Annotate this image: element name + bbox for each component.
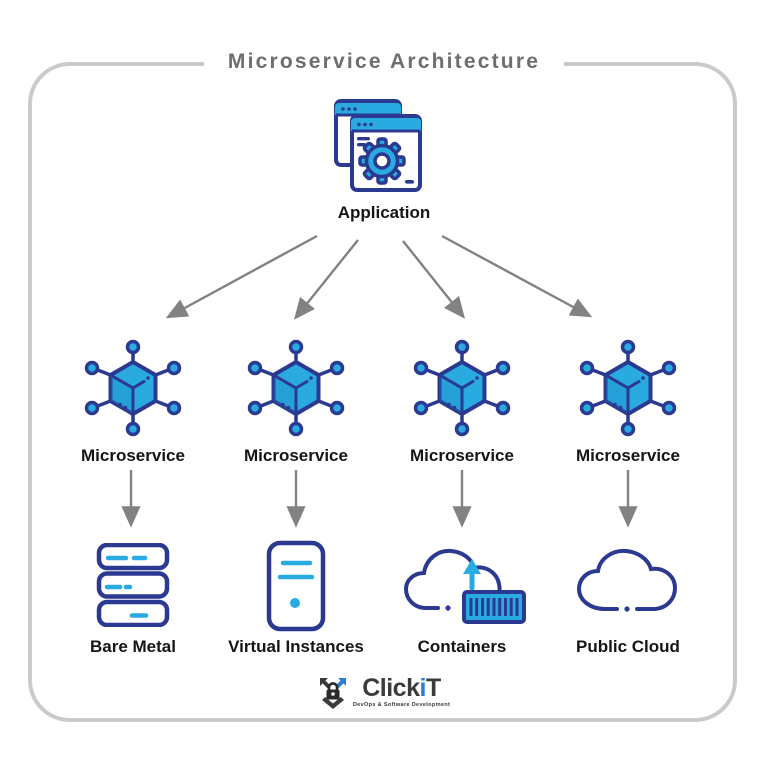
upload-arrow-icon bbox=[463, 559, 481, 591]
virtual-instances-icon bbox=[266, 540, 326, 632]
microservice-icon bbox=[579, 339, 677, 437]
microservice-label: Microservice bbox=[244, 446, 348, 465]
microservice-icon bbox=[247, 339, 345, 437]
brand-tagline: DevOps & Software Development bbox=[352, 702, 451, 708]
microservice-icon bbox=[413, 339, 511, 437]
microservice-label: Microservice bbox=[576, 446, 680, 465]
application-icon bbox=[334, 99, 422, 192]
shield-lock-arrows-icon bbox=[319, 678, 346, 709]
brand-name: ClickiT bbox=[362, 674, 441, 702]
microservice-label: Microservice bbox=[410, 446, 514, 465]
bare-metal-icon bbox=[96, 543, 170, 627]
gear-icon bbox=[358, 137, 406, 185]
platform-label: Containers bbox=[417, 637, 507, 656]
microservice-icon bbox=[84, 339, 182, 437]
down-arrows bbox=[121, 470, 638, 528]
microservice-label: Microservice bbox=[81, 446, 185, 465]
application-label: Application bbox=[337, 203, 431, 222]
public-cloud-icon bbox=[576, 548, 678, 612]
brand-logo: ClickiT DevOps & Software Development bbox=[0, 676, 768, 710]
platform-label: Public Cloud bbox=[576, 637, 680, 656]
platform-label: Bare Metal bbox=[90, 637, 176, 656]
containers-icon bbox=[403, 548, 526, 624]
platform-label: Virtual Instances bbox=[228, 637, 364, 656]
fan-arrows bbox=[165, 234, 593, 320]
page-title: Microservice Architecture bbox=[203, 49, 565, 75]
